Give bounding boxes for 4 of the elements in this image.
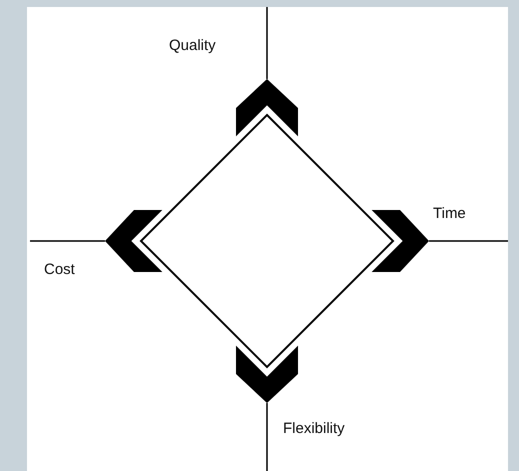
axis-label: Flexibility (283, 420, 345, 438)
axis-label: Cost (44, 261, 75, 279)
axis-label: Quality (169, 37, 216, 55)
axis-label: Time (433, 205, 466, 223)
